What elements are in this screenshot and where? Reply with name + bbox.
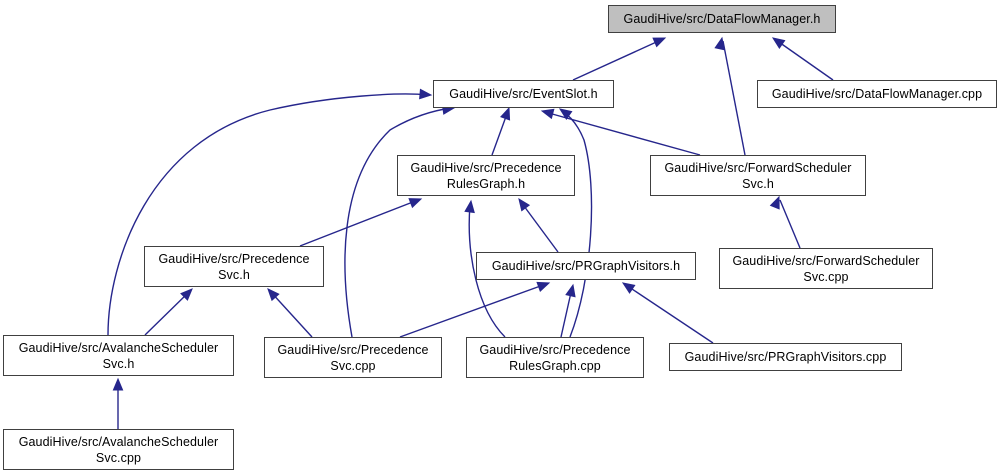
node-avalancheschedulersvc-h[interactable]: GaudiHive/src/AvalancheScheduler Svc.h xyxy=(3,335,234,376)
edge-precedencerulesgraph-cpp-to-prgraphvisitors-h xyxy=(560,283,576,338)
node-prgraphvisitors-h[interactable]: GaudiHive/src/PRGraphVisitors.h xyxy=(476,252,696,280)
node-label: GaudiHive/src/PRGraphVisitors.cpp xyxy=(684,350,887,364)
node-label: GaudiHive/src/ForwardScheduler Svc.h xyxy=(664,160,852,191)
edge-eventslot-h-to-dataflowmanager-h xyxy=(572,37,667,81)
edge-arrowhead xyxy=(558,108,573,120)
node-label: GaudiHive/src/Precedence Svc.cpp xyxy=(277,342,429,373)
node-label: GaudiHive/src/Precedence Svc.h xyxy=(158,251,310,282)
edge-arrowhead xyxy=(771,37,786,49)
edge-precedencesvc-cpp-to-prgraphvisitors-h xyxy=(399,281,551,338)
edge-arrowhead xyxy=(518,197,531,212)
edge-arrowhead xyxy=(180,288,193,301)
node-dataflowmanager-cpp[interactable]: GaudiHive/src/DataFlowManager.cpp xyxy=(757,80,997,108)
node-label: GaudiHive/src/DataFlowManager.h xyxy=(623,12,821,26)
edge-arrowhead xyxy=(464,199,475,214)
edge-arrowhead xyxy=(769,195,780,210)
node-label: GaudiHive/src/Precedence RulesGraph.cpp xyxy=(479,342,631,373)
node-eventslot-h[interactable]: GaudiHive/src/EventSlot.h xyxy=(433,80,614,108)
edge-precedencesvc-cpp-to-precedencesvc-h xyxy=(267,288,313,338)
edge-forwardschedulersvc-h-to-dataflowmanager-h xyxy=(714,36,746,156)
edge-prgraphvisitors-cpp-to-prgraphvisitors-h xyxy=(621,282,714,344)
node-avalancheschedulersvc-cpp[interactable]: GaudiHive/src/AvalancheScheduler Svc.cpp xyxy=(3,429,234,470)
edge-forwardschedulersvc-cpp-to-forwardschedulersvc-h xyxy=(769,195,801,249)
edge-avalancheschedulersvc-cpp-to-avalancheschedulersvc-h xyxy=(112,377,124,429)
edge-arrowhead xyxy=(112,377,124,391)
node-label: GaudiHive/src/ForwardScheduler Svc.cpp xyxy=(732,253,920,284)
node-forwardschedulersvc-cpp[interactable]: GaudiHive/src/ForwardScheduler Svc.cpp xyxy=(719,248,933,289)
edge-arrowhead xyxy=(408,198,423,209)
edge-avalancheschedulersvc-h-to-precedencesvc-h xyxy=(144,288,193,336)
edge-precedencerulesgraph-cpp-to-eventslot-h xyxy=(558,108,593,338)
node-precedencerulesgraph-h[interactable]: GaudiHive/src/Precedence RulesGraph.h xyxy=(397,155,575,196)
edge-arrowhead xyxy=(652,37,667,48)
node-label: GaudiHive/src/EventSlot.h xyxy=(449,87,598,101)
edge-forwardschedulersvc-h-to-eventslot-h xyxy=(540,108,701,156)
edge-precedencerulesgraph-h-to-eventslot-h xyxy=(491,106,511,156)
edge-prgraphvisitors-h-to-precedencerulesgraph-h xyxy=(518,197,559,253)
node-label: GaudiHive/src/Precedence RulesGraph.h xyxy=(410,160,562,191)
edge-arrowhead xyxy=(536,281,551,292)
edge-arrowhead xyxy=(500,106,511,121)
edge-arrowhead xyxy=(621,282,636,294)
edge-arrowhead xyxy=(565,283,576,298)
node-forwardschedulersvc-h[interactable]: GaudiHive/src/ForwardScheduler Svc.h xyxy=(650,155,866,196)
edge-avalancheschedulersvc-h-to-eventslot-h xyxy=(107,88,433,336)
node-precedencerulesgraph-cpp[interactable]: GaudiHive/src/Precedence RulesGraph.cpp xyxy=(466,337,644,378)
node-precedencesvc-h[interactable]: GaudiHive/src/Precedence Svc.h xyxy=(144,246,324,287)
edge-arrowhead xyxy=(267,288,280,302)
edge-precedencesvc-h-to-precedencerulesgraph-h xyxy=(299,198,423,247)
edge-arrowhead xyxy=(419,88,433,100)
node-label: GaudiHive/src/PRGraphVisitors.h xyxy=(491,259,681,273)
node-label: GaudiHive/src/AvalancheScheduler Svc.cpp xyxy=(18,434,219,465)
node-label: GaudiHive/src/AvalancheScheduler Svc.h xyxy=(18,340,219,371)
node-dataflowmanager-h[interactable]: GaudiHive/src/DataFlowManager.h xyxy=(608,5,836,33)
edge-precedencesvc-cpp-to-eventslot-h xyxy=(344,104,456,338)
node-label: GaudiHive/src/DataFlowManager.cpp xyxy=(771,87,983,101)
edge-arrowhead xyxy=(714,36,725,51)
node-prgraphvisitors-cpp[interactable]: GaudiHive/src/PRGraphVisitors.cpp xyxy=(669,343,902,371)
node-precedencesvc-cpp[interactable]: GaudiHive/src/Precedence Svc.cpp xyxy=(264,337,442,378)
edge-dataflowmanager-cpp-to-dataflowmanager-h xyxy=(771,37,834,81)
edge-arrowhead xyxy=(540,108,555,120)
